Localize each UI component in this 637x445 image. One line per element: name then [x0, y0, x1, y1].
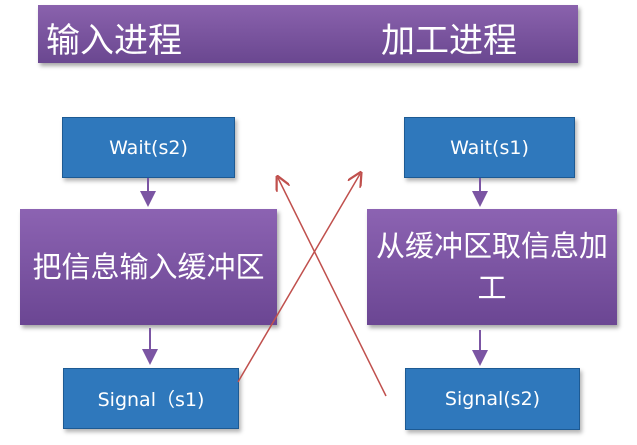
right-signal-box: Signal(s2) — [405, 368, 580, 430]
left-signal-box: Signal（s1) — [63, 368, 239, 429]
signal-s1-to-wait-s1-arrow — [237, 174, 360, 383]
signal-s2-to-wait-s2-arrow — [278, 178, 387, 397]
processing-process-title: 加工进程 — [381, 21, 517, 61]
left-action-box: 把信息输入缓冲区 — [20, 209, 277, 325]
right-action-box: 从缓冲区取信息加工 — [367, 209, 617, 325]
right-wait-box: Wait(s1) — [404, 117, 575, 178]
left-wait-box: Wait(s2) — [62, 117, 235, 178]
input-process-title: 输入进程 — [46, 21, 182, 61]
title-banner: 输入进程 加工进程 — [38, 5, 578, 63]
